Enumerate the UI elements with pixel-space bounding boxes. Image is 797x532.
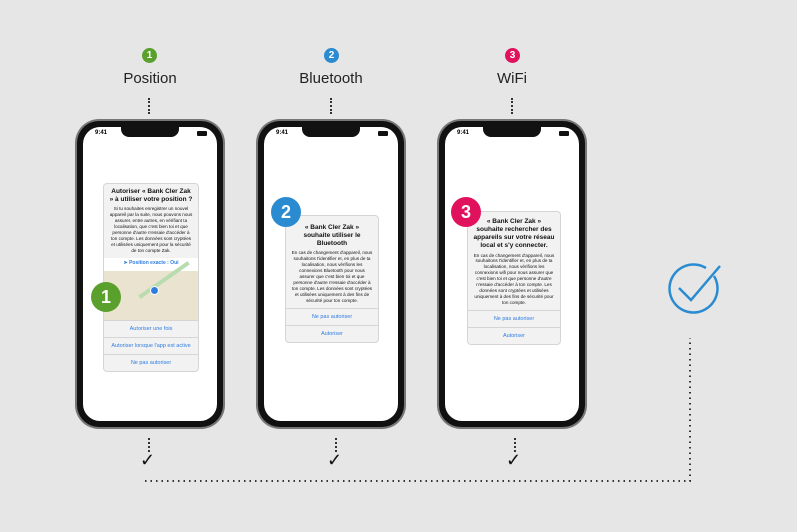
allow-while-using-button[interactable]: Autoriser lorsque l'app est active [104, 337, 198, 354]
battery-icon [197, 131, 207, 136]
dialog-title: « Bank Cler Zak » souhaite utiliser le B… [303, 224, 361, 248]
precise-location-toggle[interactable]: ➤ Position exacte : Oui [104, 258, 198, 271]
connector [335, 438, 337, 452]
dialog-body: Si tu souhaites enregistrer un nouvel ap… [109, 206, 193, 254]
allow-once-button[interactable]: Autoriser une fois [104, 320, 198, 337]
allow-button[interactable]: Autoriser [286, 325, 378, 342]
dialog-body: En cas de changement d'appareil, nous so… [473, 252, 555, 306]
step-2-badge: 2 [271, 197, 301, 227]
battery-icon [559, 131, 569, 136]
dialog-body: En cas de changement d'appareil, nous so… [291, 250, 373, 304]
status-time: 9:41 [95, 130, 108, 136]
connector [511, 98, 513, 114]
connector [514, 438, 516, 452]
connector [148, 438, 150, 452]
dont-allow-button[interactable]: Ne pas autoriser [468, 310, 560, 327]
map-preview: ➤ Position exacte : Oui [104, 258, 198, 320]
check-icon: ✓ [506, 450, 522, 470]
step-2-number: 2 [324, 48, 339, 63]
dialog-title: « Bank Cler Zak » souhaite rechercher de… [473, 218, 555, 250]
step-1-number: 1 [142, 48, 157, 63]
wifi-permission-dialog: « Bank Cler Zak » souhaite rechercher de… [467, 211, 561, 346]
dont-allow-button[interactable]: Ne pas autoriser [286, 308, 378, 325]
step-1-label: Position [123, 70, 177, 87]
precise-location-label: Position exacte : Oui [129, 260, 179, 266]
dont-allow-button[interactable]: Ne pas autoriser [104, 354, 198, 371]
step-3-label: WiFi [497, 70, 527, 87]
check-icon: ✓ [327, 450, 343, 470]
current-location-dot [150, 286, 159, 295]
step-1-badge: 1 [91, 282, 121, 312]
phone-bluetooth: 9:41 « Bank Cler Zak » souhaite utiliser… [258, 121, 404, 427]
status-time: 9:41 [276, 130, 289, 136]
step-2-label: Bluetooth [299, 70, 363, 87]
step-3-badge: 3 [451, 197, 481, 227]
step-3-number: 3 [505, 48, 520, 63]
check-icon: ✓ [140, 450, 156, 470]
status-time: 9:41 [457, 130, 470, 136]
battery-icon [378, 131, 388, 136]
phone-position: 9:41 Autoriser « Bank Cler Zak » à utili… [77, 121, 223, 427]
connector [148, 98, 150, 114]
location-permission-dialog: Autoriser « Bank Cler Zak » à utiliser v… [103, 183, 199, 372]
allow-button[interactable]: Autoriser [468, 327, 560, 344]
connector [330, 98, 332, 114]
completion-path [145, 338, 691, 482]
dialog-title: Autoriser « Bank Cler Zak » à utiliser v… [109, 188, 193, 204]
check-circle-icon [668, 263, 721, 314]
phone-wifi: 9:41 « Bank Cler Zak » souhaite recherch… [439, 121, 585, 427]
bluetooth-permission-dialog: « Bank Cler Zak » souhaite utiliser le B… [285, 215, 379, 344]
